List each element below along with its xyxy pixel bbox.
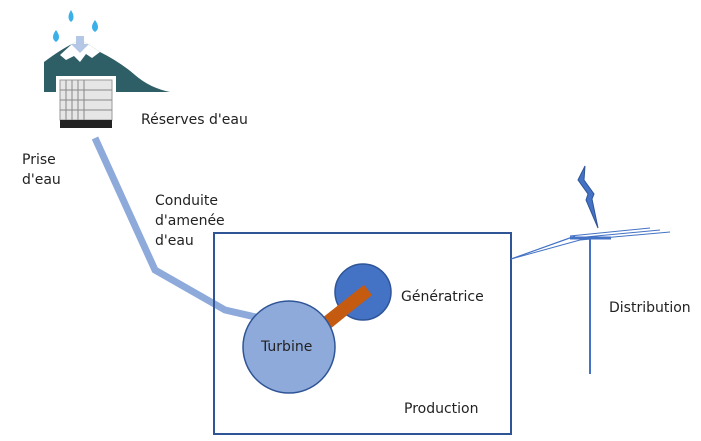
label-conduite: Conduite d'amenée d'eau [155,193,225,249]
turbine [242,300,336,394]
label-reserves: Réserves d'eau [141,112,248,128]
label-prise: Prise d'eau [22,152,61,188]
production-box [213,232,512,435]
water-tank-icon [56,76,116,132]
label-turbine: Turbine [261,339,313,355]
label-distribution: Distribution [609,300,691,316]
penstock-pipe [91,136,261,322]
lightning-icon [577,165,599,229]
label-generatrice: Génératrice [401,289,484,305]
rain-drops-icon [53,10,98,42]
power-pole-icon [510,227,671,374]
arrow-down-icon [71,36,89,53]
label-production: Production [404,401,479,417]
